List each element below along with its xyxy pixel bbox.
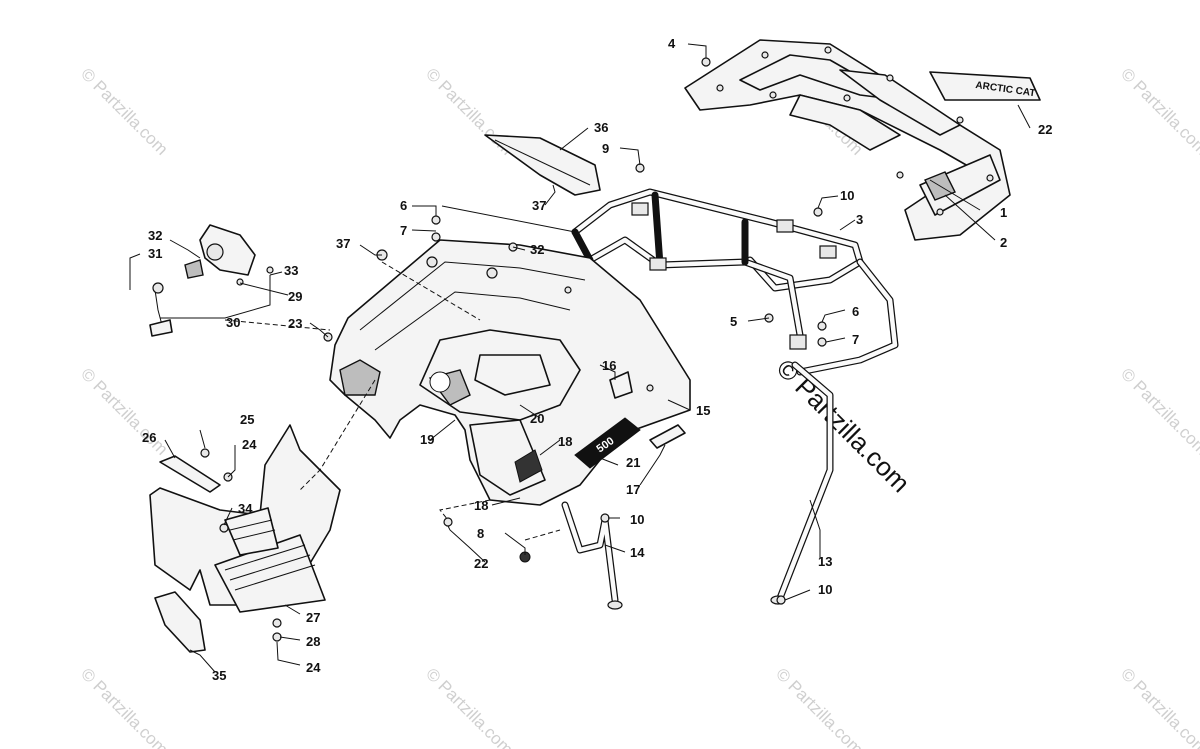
callout-label: 8 [477,526,484,541]
callout-label: 16 [602,358,616,373]
rear-rack [684,39,1011,241]
callout-label: 36 [594,120,608,135]
callout-label: 10 [630,512,644,527]
callout-label: 26 [142,430,156,445]
callout-label: 7 [852,332,859,347]
callout-label: 6 [400,198,407,213]
callout-label: 37 [532,198,546,213]
callout-label: 35 [212,668,226,683]
callout-label: 18 [558,434,572,449]
callout-label: 28 [306,634,320,649]
callout-label: 32 [530,242,544,257]
mud-flap [484,134,601,196]
callout-label: 10 [818,582,832,597]
callout-label: 18 [474,498,488,513]
callout-label: 7 [400,223,407,238]
callout-label: 30 [226,315,240,330]
callout-label: 34 [238,501,253,516]
callout-label: 29 [288,289,302,304]
callout-label: 22 [474,556,488,571]
watermark: © Partzilla.com [77,364,171,458]
watermark-center: © Partzilla.com [771,353,916,498]
watermark: © Partzilla.com [1117,64,1200,158]
callout-label: 32 [148,228,162,243]
support-bracket [561,501,623,610]
callout-label: 23 [288,316,302,331]
floorboard [149,424,341,613]
callout-label: 10 [840,188,854,203]
callout-label: 6 [852,304,859,319]
watermark: © Partzilla.com [422,664,516,749]
callout-label: 27 [306,610,320,625]
fender-decal-small [514,449,543,483]
callouts: 4 1 2 3 22 9 10 6 7 37 32 32 31 33 29 30… [142,36,1052,683]
callout-label: 15 [696,403,710,418]
callout-label: 31 [148,246,162,261]
callout-label: 24 [306,660,321,675]
callout-label: 9 [602,141,609,156]
callout-label: 33 [284,263,298,278]
callout-label: 3 [856,212,863,227]
rack-support-frame [571,188,899,376]
fender-decal-500: 500 [574,417,641,469]
rack-decal: ARCTIC CAT [929,71,1041,101]
watermark: © Partzilla.com [77,664,171,749]
callout-label: 19 [420,432,434,447]
callout-label: 14 [630,545,645,560]
watermark: © Partzilla.com [1117,664,1200,749]
callout-label: 4 [668,36,676,51]
callout-label: 25 [240,412,254,427]
heel-guard [154,591,206,653]
reflector [649,424,686,449]
taillight-assembly [149,224,256,337]
callout-label: 1 [1000,205,1007,220]
callout-label: 37 [336,236,350,251]
callout-label: 21 [626,455,640,470]
leader-lines [129,43,1031,673]
callout-label: 13 [818,554,832,569]
watermark: © Partzilla.com [77,64,171,158]
callout-label: 17 [626,482,640,497]
watermark: © Partzilla.com [1117,364,1200,458]
callout-label: 24 [242,437,257,452]
callout-label: 5 [730,314,737,329]
callout-label: 2 [1000,235,1007,250]
footrest-bracket [159,455,221,493]
watermark: © Partzilla.com [772,664,866,749]
callout-label: 20 [530,411,544,426]
callout-label: 22 [1038,122,1052,137]
long-tube [770,361,834,605]
